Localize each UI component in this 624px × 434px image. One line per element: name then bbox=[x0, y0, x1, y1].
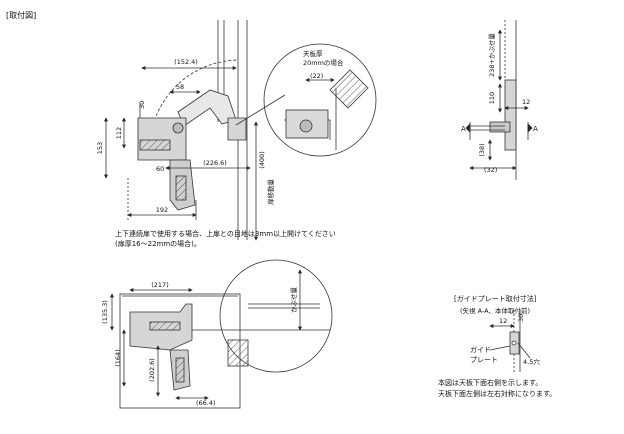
top-detail-circle bbox=[263, 43, 377, 157]
dim-152-4-label: (152.4) bbox=[174, 58, 198, 66]
guide-hole-label: 4.5穴 bbox=[523, 357, 540, 366]
detail-label-2: 20mmの場合 bbox=[303, 58, 344, 67]
guide-title: [ガイドプレート取付寸法] bbox=[454, 294, 537, 303]
guide-subtitle: (矢視 A-A、本体取付前) bbox=[460, 306, 530, 315]
dim-238-label: 238+かぶせ量 bbox=[488, 33, 496, 77]
mechanism-hatch bbox=[139, 139, 171, 151]
section-a-left: A bbox=[461, 125, 466, 133]
guide-dim-30: 30 bbox=[517, 314, 525, 322]
dim-60-label: 60 bbox=[156, 165, 164, 173]
dim-153-label: 153 bbox=[96, 142, 104, 154]
bracket-hatch bbox=[175, 175, 187, 201]
dim-164-label: (164) bbox=[114, 349, 122, 366]
door-bracket bbox=[227, 117, 247, 141]
note-top-line2: (扉厚16〜22mmの場合)。 bbox=[115, 239, 201, 248]
section-a-right: A bbox=[533, 125, 538, 133]
header-label: [取付図] bbox=[6, 10, 36, 20]
guide-label-2: プレート bbox=[470, 356, 498, 364]
dim-110-label: 110 bbox=[488, 92, 496, 104]
dim-192-label: 192 bbox=[156, 206, 168, 214]
dim-66-4-label: (66.4) bbox=[196, 399, 216, 407]
note-top-line1: 上下連続扉で使用する場合、上扉との目地は3mm以上開けてください bbox=[115, 229, 336, 238]
travel-label: 扉移動量 bbox=[266, 179, 275, 206]
detail-label-1: 天板厚 bbox=[303, 49, 323, 58]
dim-217-label: (217) bbox=[151, 281, 168, 289]
dim-400-label: (400) bbox=[258, 151, 266, 168]
bottom-left-drawing bbox=[110, 288, 241, 409]
dim-112-label: 112 bbox=[115, 127, 123, 139]
dim-12-right: 12 bbox=[522, 98, 530, 106]
dim-226-6-label: (226.6) bbox=[203, 159, 227, 167]
top-left-drawing bbox=[104, 20, 286, 241]
dim-30-label: 30 bbox=[138, 101, 146, 109]
pivot-bolt bbox=[172, 122, 184, 134]
detail-dim-22: (22) bbox=[310, 72, 323, 80]
guide-plate-drawing bbox=[489, 310, 531, 372]
dim-32-label: (32) bbox=[484, 166, 497, 174]
detail-leader bbox=[235, 94, 286, 126]
guide-dim-12: 12 bbox=[499, 317, 507, 325]
guide-label-1: ガイド bbox=[470, 345, 491, 354]
lift-arm bbox=[177, 89, 237, 127]
dim-58-label: 58 bbox=[176, 83, 184, 91]
right-side-drawing bbox=[465, 20, 533, 180]
dim-38-label: (38) bbox=[478, 143, 486, 156]
dim-135-3-label: (135.3) bbox=[101, 300, 109, 324]
note-bottom-line2: 天板下面左側は左右対称になります。 bbox=[438, 389, 556, 398]
bottom-detail-circle bbox=[219, 259, 333, 373]
note-bottom-line1: 本図は天板下面右側を示します。 bbox=[438, 378, 542, 387]
cover-label: かぶせ量 bbox=[290, 287, 298, 314]
dim-202-6-label: (202.6) bbox=[148, 358, 156, 382]
